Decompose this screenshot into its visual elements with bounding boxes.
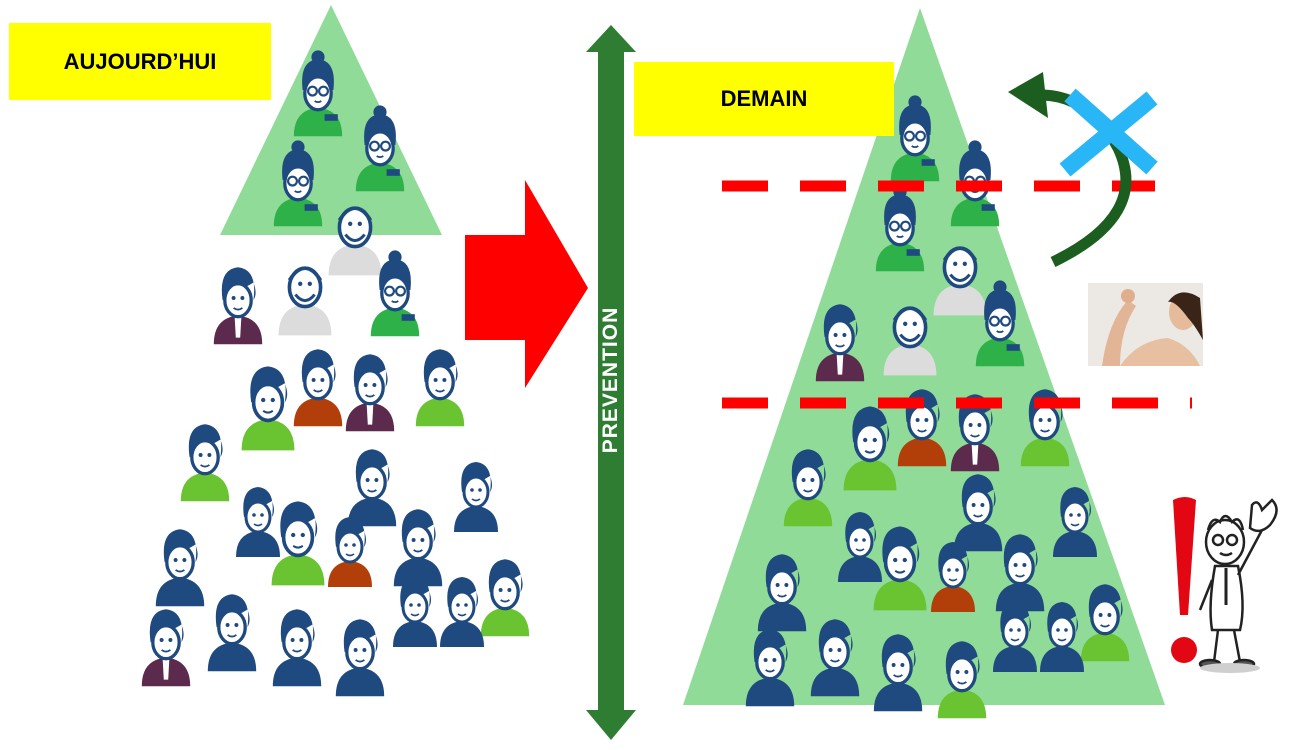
blocked-cross-icon [1059, 88, 1158, 177]
tomorrow-label: DEMAIN [634, 62, 894, 136]
thinking-man-icon [1198, 498, 1278, 673]
warning-exclamation-icon [1171, 497, 1197, 663]
prevention-axis-label: PREVENTION [599, 306, 622, 454]
strong-woman-photo [1088, 283, 1203, 366]
prevention-axis-icon [586, 25, 636, 740]
pyramid-tomorrow [683, 8, 1165, 718]
pyramid-today [142, 5, 529, 696]
transition-arrow-icon [465, 180, 588, 388]
today-label: AUJOURD’HUI [9, 23, 271, 100]
